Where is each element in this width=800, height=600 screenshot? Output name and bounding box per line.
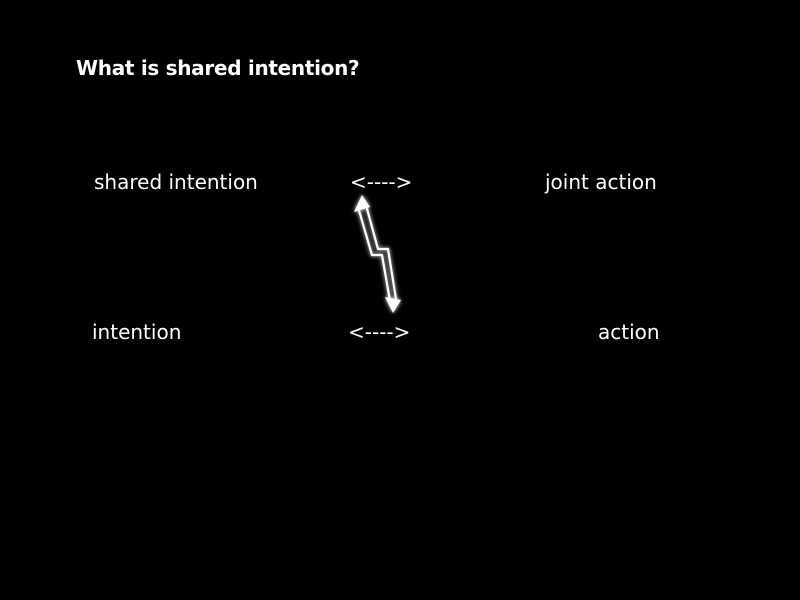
label-action: action (598, 320, 660, 344)
lightning-double-arrow-icon (354, 195, 401, 313)
slide-title: What is shared intention? (76, 56, 360, 80)
label-shared-intention: shared intention (94, 170, 258, 194)
label-intention: intention (92, 320, 182, 344)
arrow-text-top: <----> (350, 170, 413, 194)
label-joint-action: joint action (545, 170, 657, 194)
arrow-text-bottom: <----> (348, 320, 411, 344)
